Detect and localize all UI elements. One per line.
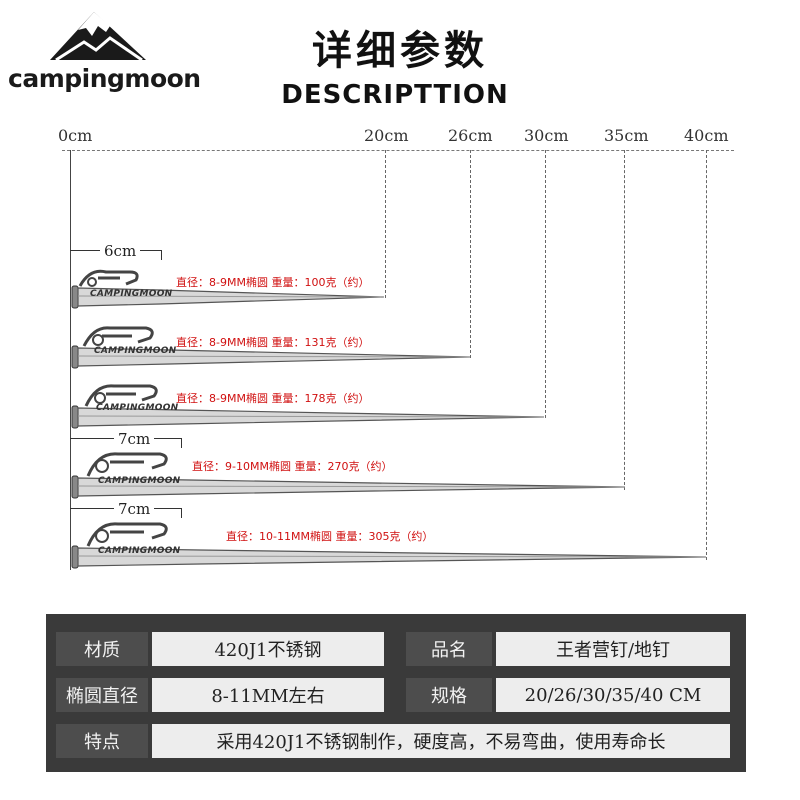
ruler-label-35: 35cm [604, 126, 649, 145]
diameter-value: 8-11MM左右 [152, 678, 384, 712]
diameter-label: 椭圆直径 [56, 678, 148, 712]
ruler-label-26: 26cm [448, 126, 493, 145]
head-dimension-label: 7cm [114, 500, 155, 518]
guide-35cm [624, 150, 625, 490]
head-dimension-6cm: 6cm [70, 242, 162, 260]
name-value: 王者营钉/地钉 [496, 632, 730, 666]
feature-value: 采用420J1不锈钢制作，硬度高，不易弯曲，使用寿命长 [152, 724, 730, 758]
tent-peg-icon [71, 269, 385, 309]
peg-brand-label: CAMPINGMOON [98, 476, 181, 486]
guide-20cm [385, 150, 386, 298]
ruler-label-30: 30cm [524, 126, 569, 145]
brand-name: campingmoon [8, 64, 201, 93]
tent-peg-40cm: CAMPINGMOON 直径：10-11MM椭圆 重量：305克（约） [70, 522, 710, 572]
peg-brand-label: CAMPINGMOON [90, 289, 173, 299]
tent-peg-icon [71, 326, 471, 369]
guide-26cm [470, 150, 471, 358]
tent-peg-26cm: CAMPINGMOON 直径：8-9MM椭圆 重量：131克（约） [70, 326, 475, 370]
guide-40cm [706, 150, 707, 560]
tent-peg-30cm: CAMPINGMOON 直径：8-9MM椭圆 重量：178克（约） [70, 384, 550, 430]
peg-brand-label: CAMPINGMOON [98, 546, 181, 556]
material-label: 材质 [56, 632, 148, 666]
tent-peg-icon [71, 384, 545, 429]
page-subtitle: DESCRIPTTION [281, 80, 509, 110]
feature-label: 特点 [56, 724, 148, 758]
ruler-baseline [70, 150, 71, 570]
spec-table: 材质 420J1不锈钢 品名 王者营钉/地钉 椭圆直径 8-11MM左右 规格 … [46, 614, 746, 772]
peg-brand-label: CAMPINGMOON [94, 346, 177, 356]
ruler-label-40: 40cm [684, 126, 729, 145]
ruler-label-20: 20cm [364, 126, 409, 145]
page-title: 详细参数 [312, 28, 488, 74]
tent-peg-icon [71, 452, 626, 499]
spec-row-material: 材质 420J1不锈钢 品名 王者营钉/地钉 [56, 632, 730, 666]
head-dimension-label: 6cm [100, 242, 141, 260]
spec-row-feature: 特点 采用420J1不锈钢制作，硬度高，不易弯曲，使用寿命长 [56, 724, 730, 758]
peg-brand-label: CAMPINGMOON [96, 403, 179, 413]
peg-spec-40cm: 直径：10-11MM椭圆 重量：305克（约） [226, 530, 434, 543]
material-value: 420J1不锈钢 [152, 632, 384, 666]
name-label: 品名 [406, 632, 492, 666]
head-dimension-7cm-b: 7cm [70, 500, 182, 518]
peg-spec-35cm: 直径：9-10MM椭圆 重量：270克（约） [192, 460, 393, 473]
brand-logo: campingmoon [8, 6, 201, 98]
ruler-label-0: 0cm [58, 126, 93, 145]
mountain-icon [50, 12, 146, 62]
peg-spec-26cm: 直径：8-9MM椭圆 重量：131克（约） [176, 336, 370, 349]
size-value: 20/26/30/35/40 CM [496, 678, 730, 712]
spec-row-diameter: 椭圆直径 8-11MM左右 规格 20/26/30/35/40 CM [56, 678, 730, 712]
ruler-line [62, 150, 734, 151]
guide-30cm [545, 150, 546, 418]
peg-spec-30cm: 直径：8-9MM椭圆 重量：178克（约） [176, 392, 370, 405]
peg-spec-20cm: 直径：8-9MM椭圆 重量：100克（约） [176, 276, 370, 289]
tent-peg-icon [71, 522, 707, 569]
tent-peg-20cm: CAMPINGMOON 直径：8-9MM椭圆 重量：100克（约） [70, 269, 390, 310]
size-label: 规格 [406, 678, 492, 712]
head-dimension-7cm: 7cm [70, 430, 182, 448]
head-dimension-label: 7cm [114, 430, 155, 448]
tent-peg-35cm: CAMPINGMOON 直径：9-10MM椭圆 重量：270克（约） [70, 452, 630, 502]
